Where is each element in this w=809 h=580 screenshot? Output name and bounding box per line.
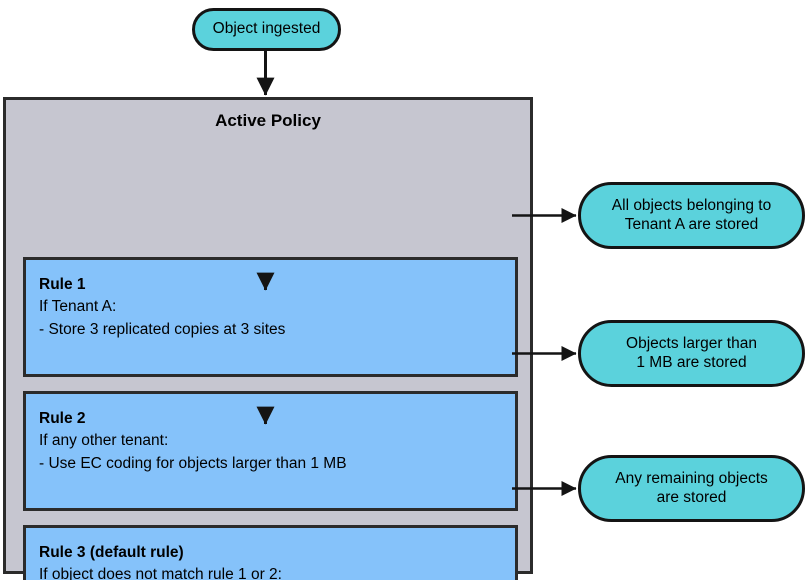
rule-3-title: Rule 3 (default rule) [39,544,184,561]
rule-2-condition: If any other tenant: [39,432,169,450]
object-ingested-node: Object ingested [192,8,341,51]
outcome-callout-3: Any remaining objects are stored [578,455,805,522]
rule-3-condition: If object does not match rule 1 or 2: [39,566,282,580]
rule-2-title: Rule 2 [39,410,86,427]
outcome-callout-2-line2: 1 MB are stored [636,353,747,371]
rule-1-title: Rule 1 [39,276,86,293]
active-policy-panel: Active Policy Rule 1 If Tenant A: - Stor… [3,97,533,580]
outcome-callout-2: Objects larger than 1 MB are stored [578,320,805,387]
outcome-callout-3-line1: Any remaining objects [615,469,768,487]
outcome-callout-3-line2: are stored [656,488,727,506]
outcome-callout-1: All objects belonging to Tenant A are st… [578,182,805,249]
outcome-callout-3-text: Any remaining objects are stored [591,470,792,507]
outcome-callout-1-text: All objects belonging to Tenant A are st… [591,197,792,234]
rule-1-action: - Store 3 replicated copies at 3 sites [39,320,286,338]
active-policy-title: Active Policy [215,111,321,130]
rule-box-2: Rule 2 If any other tenant: - Use EC cod… [23,391,518,511]
rule-2-action: - Use EC coding for objects larger than … [39,454,347,472]
rule-box-3: Rule 3 (default rule) If object does not… [23,525,518,580]
outcome-callout-1-line1: All objects belonging to [611,196,772,214]
object-ingested-label: Object ingested [212,20,321,38]
rule-box-1: Rule 1 If Tenant A: - Store 3 replicated… [23,257,518,377]
outcome-callout-2-line1: Objects larger than [626,334,757,352]
outcome-callout-1-line2: Tenant A are stored [624,215,759,233]
rule-1-condition: If Tenant A: [39,298,117,316]
outcome-callout-2-text: Objects larger than 1 MB are stored [591,335,792,372]
